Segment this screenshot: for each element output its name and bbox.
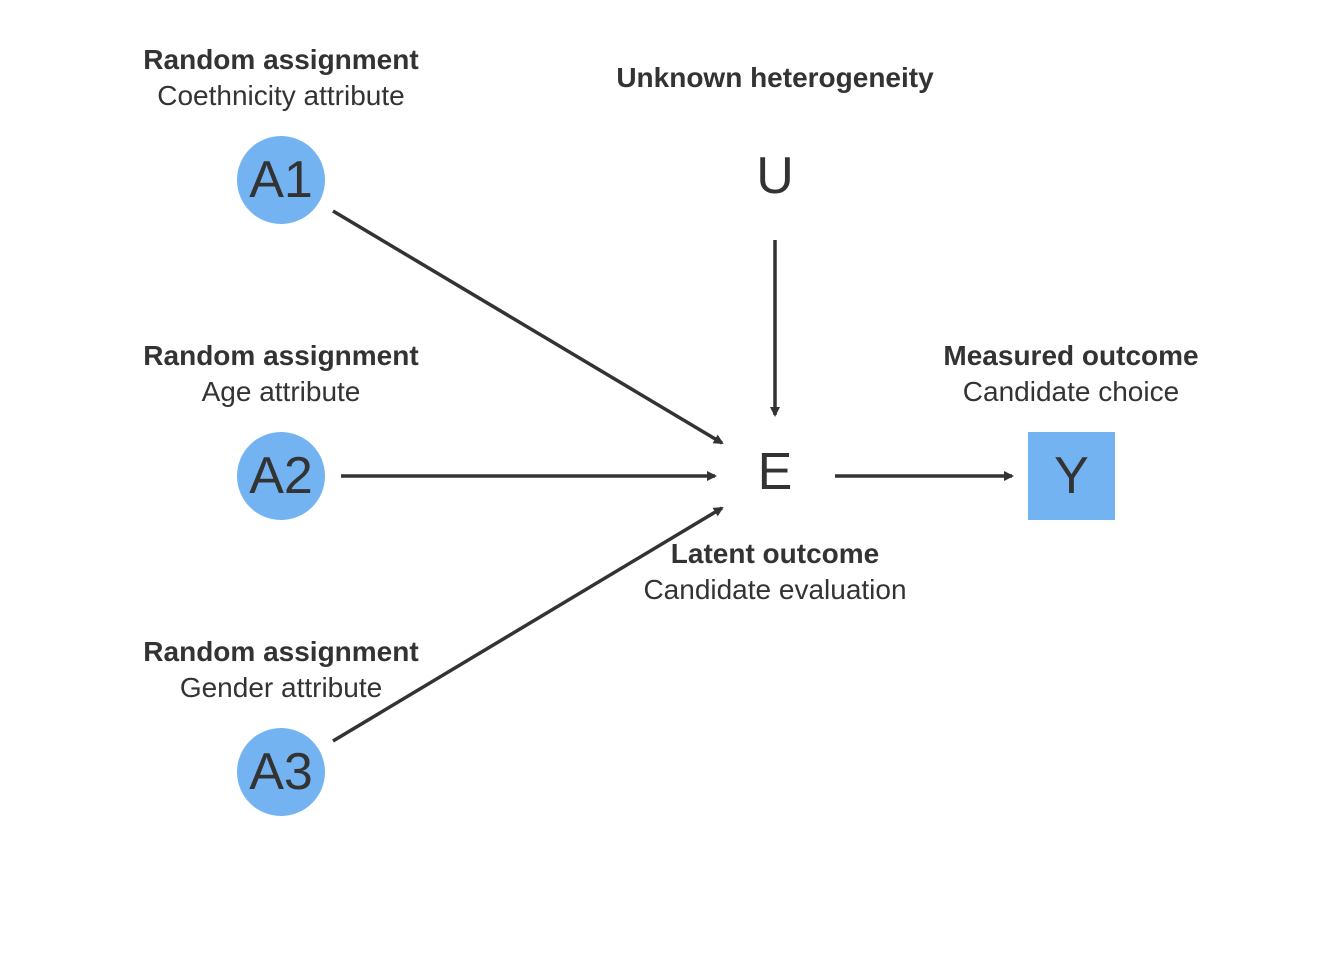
e-subtitle: Candidate evaluation	[643, 574, 907, 605]
node-y: Y	[1028, 432, 1115, 520]
y-subtitle: Candidate choice	[962, 376, 1180, 407]
a2-heading: Random assignment	[143, 340, 419, 371]
node-a1-symbol: A1	[249, 151, 313, 209]
node-u-symbol: U	[756, 147, 794, 205]
a2-label: Random assignment Age attribute	[143, 338, 418, 410]
node-u: U	[731, 132, 819, 220]
node-e-symbol: E	[757, 443, 793, 501]
edge-a3-to-e	[332, 506, 724, 743]
edge-a1-to-e	[332, 209, 724, 445]
u-label: Unknown heterogeneity	[616, 60, 933, 96]
a3-heading: Random assignment	[143, 636, 419, 667]
a2-subtitle: Age attribute	[201, 376, 361, 407]
a3-subtitle: Gender attribute	[179, 672, 383, 703]
a3-label: Random assignment Gender attribute	[143, 634, 418, 706]
node-a2: A2	[237, 432, 325, 520]
node-e: E	[731, 428, 819, 516]
u-heading: Unknown heterogeneity	[616, 62, 934, 93]
a1-heading: Random assignment	[143, 44, 419, 75]
e-heading: Latent outcome	[670, 538, 880, 569]
a1-subtitle: Coethnicity attribute	[157, 80, 405, 111]
e-label: Latent outcome Candidate evaluation	[643, 536, 906, 608]
node-a1: A1	[237, 136, 325, 224]
y-heading: Measured outcome	[943, 340, 1199, 371]
node-a3-symbol: A3	[249, 743, 313, 801]
y-label: Measured outcome Candidate choice	[943, 338, 1198, 410]
a1-label: Random assignment Coethnicity attribute	[143, 42, 418, 114]
node-y-symbol: Y	[1054, 447, 1089, 505]
node-a3: A3	[237, 728, 325, 816]
node-a2-symbol: A2	[249, 447, 313, 505]
